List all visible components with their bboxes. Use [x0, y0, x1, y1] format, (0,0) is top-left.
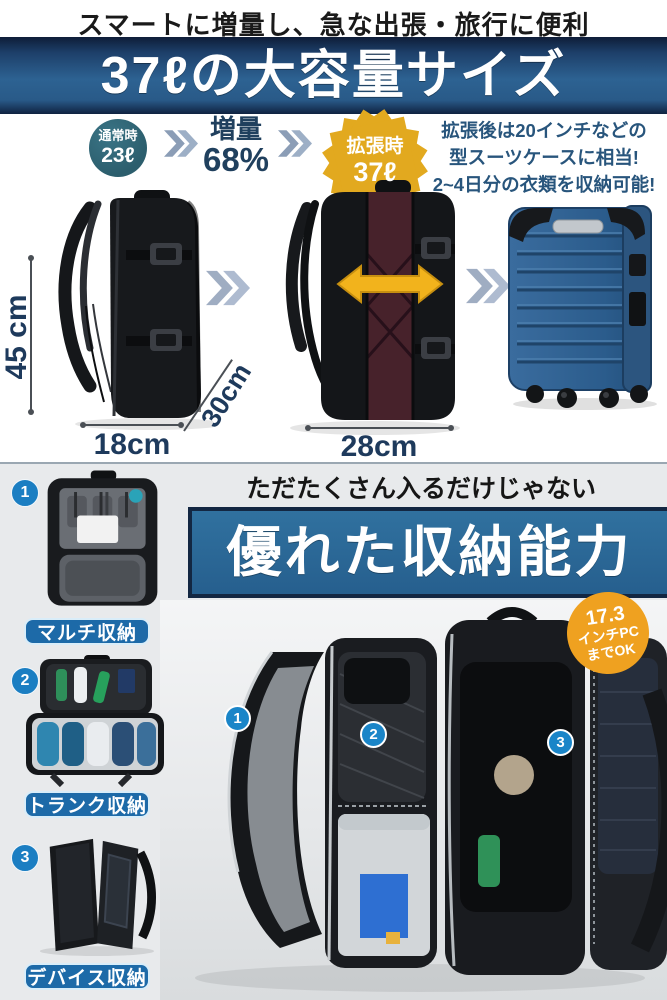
- expansion-note-line3: 2~4日分の衣類を収納可能!: [432, 173, 656, 195]
- increase-text: 増量: [209, 114, 262, 144]
- chevron-right-icon: [278, 130, 312, 157]
- normal-capacity-label: 通常時: [98, 128, 138, 144]
- expansion-note: 拡張後は20インチなどの 型スーツケースに相当! 2~4日分の衣類を収納可能!: [424, 118, 664, 198]
- feature-number-badge-2: 2: [11, 667, 39, 695]
- feature-number-badge-3: 3: [11, 844, 39, 872]
- increase-value: 68%: [202, 141, 270, 179]
- feature-label-trunk-storage: トランク収納: [24, 791, 150, 818]
- width-dimension-label: 18cm: [93, 428, 171, 461]
- storage-banner-title: 優れた収納能力: [226, 521, 633, 583]
- expansion-note-line1: 拡張後は20インチなどの: [441, 120, 647, 141]
- height-dimension-line: [28, 255, 34, 415]
- feature-photo-trunk-storage: [12, 655, 177, 787]
- chevron-right-icon: [206, 264, 250, 312]
- expansion-note-line2: 型スーツケースに相当!: [449, 146, 639, 168]
- capacity-banner: 37ℓの大容量サイズ: [0, 37, 667, 114]
- expanded-capacity-burst: 拡張時 37ℓ: [316, 109, 434, 215]
- normal-capacity-badge: 通常時 23ℓ: [89, 119, 147, 177]
- expanded-capacity-value: 37ℓ: [353, 156, 397, 187]
- chevron-right-icon: [466, 260, 510, 312]
- feature-photo-multi-storage: [30, 467, 175, 615]
- feature-number-badge-1: 1: [11, 479, 39, 507]
- feature-label-device-storage: デバイス収納: [24, 963, 150, 990]
- section-divider: [0, 462, 667, 464]
- capacity-banner-title: 37ℓの大容量サイズ: [100, 46, 567, 105]
- storage-tagline: ただたくさん入るだけじゃない: [245, 475, 596, 503]
- photo-marker-2: 2: [360, 721, 387, 748]
- feature-label-multi-storage: マルチ収納: [24, 618, 150, 645]
- expanded-capacity-label: 拡張時: [346, 135, 404, 157]
- height-dimension-label: 45 cm: [0, 294, 33, 380]
- storage-banner: 優れた収納能力: [188, 507, 667, 598]
- width-dimension-line: [80, 422, 184, 428]
- expanded-width-dimension-label: 28cm: [340, 430, 418, 463]
- top-tagline: スマートに増量し、急な出張・旅行に便利: [77, 10, 590, 40]
- photo-marker-1: 1: [224, 705, 251, 732]
- expanded-width-dimension-line: [305, 425, 454, 431]
- backpack-side-photo: [38, 186, 213, 431]
- increase-label: 増量 68%: [192, 114, 280, 179]
- photo-marker-3: 3: [547, 729, 574, 756]
- main-storage-photo: 1 2 3: [160, 600, 667, 1000]
- feature-photo-device-storage: [18, 833, 170, 959]
- suitcase-photo: [505, 196, 665, 411]
- chevron-right-icon: [164, 130, 198, 157]
- normal-capacity-value: 23ℓ: [101, 143, 135, 167]
- expand-arrow-icon: [336, 263, 444, 305]
- backpack-expanded-photo: [275, 178, 465, 436]
